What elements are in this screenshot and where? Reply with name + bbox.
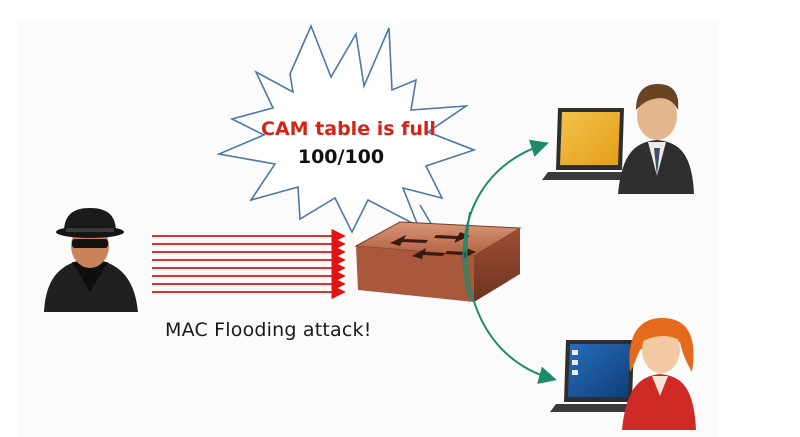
diagram-caption: MAC Flooding attack! — [165, 319, 372, 341]
flood-arrows — [152, 228, 346, 300]
burst-title: CAM table is full — [261, 118, 436, 140]
burst-count: 100/100 — [297, 146, 385, 168]
hacker-icon — [44, 208, 138, 312]
link-arrow-top — [462, 139, 549, 301]
man-laptop-icon — [542, 84, 694, 194]
network-switch-icon — [354, 221, 522, 302]
woman-laptop-icon — [550, 318, 696, 430]
starburst-shape — [216, 23, 477, 234]
link-arrow-bottom — [465, 211, 557, 384]
